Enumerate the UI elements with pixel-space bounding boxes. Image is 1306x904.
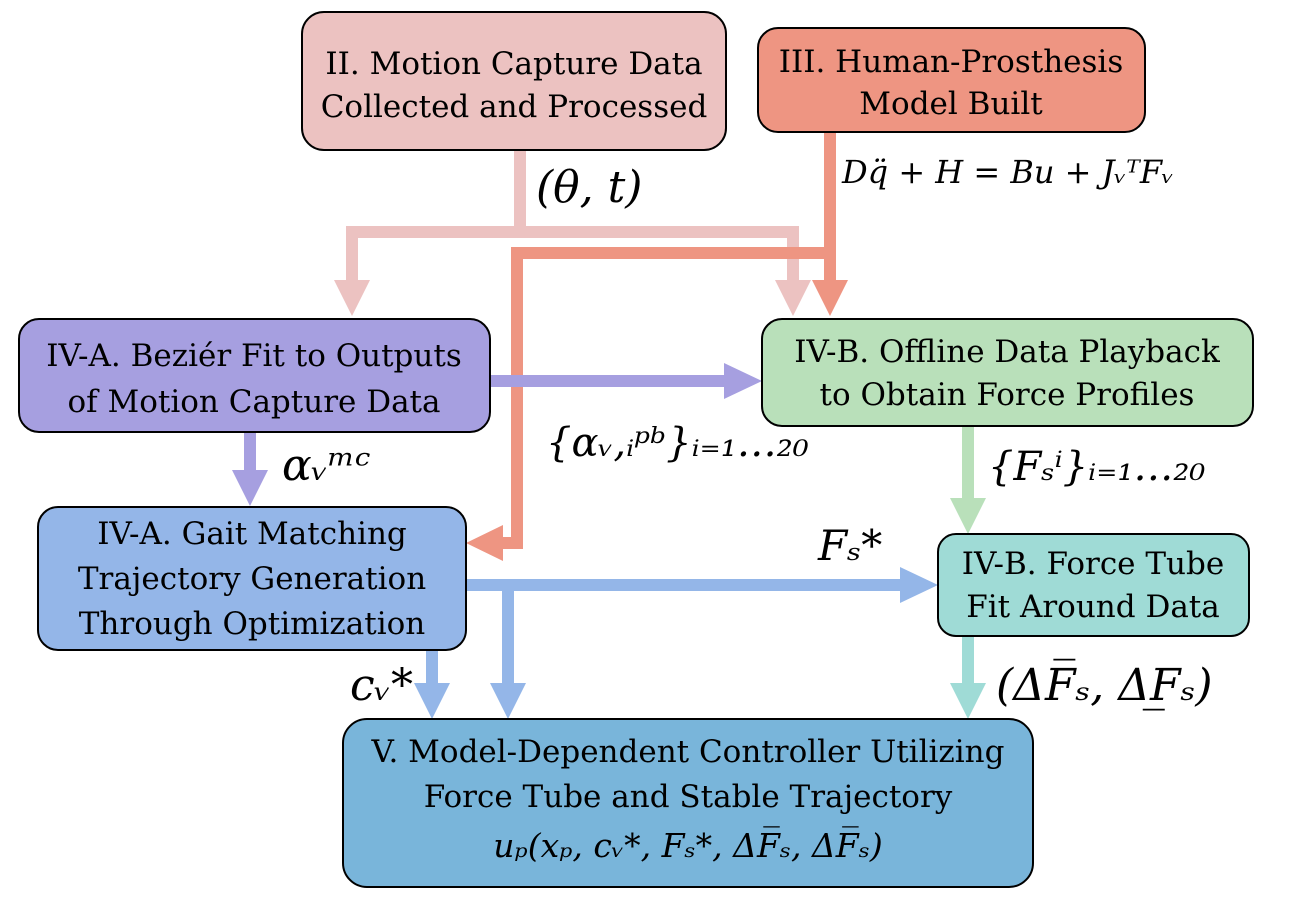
pink-connector-branch [520,226,799,283]
node-playback-line-2: to Obtain Force Profiles [820,377,1195,413]
node-model-built: III. Human-Prosthesis Model Built [757,27,1146,133]
node-force-tube: IV-B. Force Tube Fit Around Data [937,533,1250,637]
blue-arrowhead-controller-left [414,683,450,719]
pink-arrowhead-bezier [334,280,370,316]
label-F-i: {Fₛⁱ}ᵢ₌₁…₂₀ [988,444,1205,490]
node-bezier-fit-shape [18,318,491,433]
node-playback-shape [761,318,1254,427]
node-motion-capture-shape [301,11,727,151]
node-controller: V. Model-Dependent Controller Utilizing … [342,718,1034,888]
edge-playback-to-force-tube [950,426,986,534]
node-gait-matching: IV-A. Gait Matching Trajectory Generatio… [37,506,467,651]
edge-gait-to-controller [414,585,526,719]
edge-bezier-to-gait [232,432,268,506]
node-force-tube-line-1: IV-B. Force Tube [962,546,1224,582]
pink-connector [346,150,526,283]
blue-arrowhead-force-tube [900,567,938,603]
purple-arrowhead-playback [724,363,762,399]
edge-force-tube-to-controller [950,636,986,719]
node-motion-capture: II. Motion Capture Data Collected and Pr… [301,11,727,151]
edge-bezier-to-playback [490,363,762,399]
node-gait-matching-line-1: IV-A. Gait Matching [97,516,407,552]
node-playback: IV-B. Offline Data Playback to Obtain Fo… [761,318,1254,427]
node-gait-matching-line-2: Trajectory Generation [78,561,426,597]
node-gait-matching-shape [37,506,467,651]
salmon-arrowhead-playback [812,280,848,316]
label-F-star: Fₛ* [817,521,882,570]
purple-arrowhead-gait [232,470,268,506]
node-model-built-shape [757,27,1146,133]
node-model-built-line-1: III. Human-Prosthesis [779,44,1124,80]
pink-arrowhead-playback [775,280,811,316]
edge-motion-capture-to-bezier-and-playback [334,150,811,316]
node-controller-shape [342,718,1034,888]
node-force-tube-shape [937,533,1250,637]
edge-model-to-playback-and-gait [466,132,848,561]
node-bezier-fit-line-1: IV-A. Beziér Fit to Outputs [46,338,461,374]
node-bezier-fit-line-2: of Motion Capture Data [67,384,440,420]
node-motion-capture-line-1: II. Motion Capture Data [325,46,702,82]
node-controller-formula: uₚ(xₚ, cᵥ*, Fₛ*, ΔF̅ₛ, ΔF̅ₛ) [493,825,882,865]
salmon-connector-branch [502,247,830,549]
label-delta-F: (ΔF̅ₛ, ΔF̲ₛ) [996,658,1213,711]
label-c-star: cᵥ* [350,660,413,711]
node-controller-line-1: V. Model-Dependent Controller Utilizing [370,734,1004,770]
node-controller-line-2: Force Tube and Stable Trajectory [424,779,953,815]
label-theta-t: (θ, t) [536,162,642,213]
green-arrowhead-force-tube [950,498,986,534]
label-dynamics: Dq̈ + H = Bu + JᵥᵀFᵥ [841,153,1174,191]
label-alpha-mc: αᵥᵐᶜ [282,440,371,491]
label-alpha-pb: {αᵥ,ᵢᵖᵇ}ᵢ₌₁…₂₀ [546,420,809,466]
teal-arrowhead-controller [950,683,986,719]
blue-arrowhead-controller-right [490,683,526,719]
node-bezier-fit: IV-A. Beziér Fit to Outputs of Motion Ca… [18,318,491,433]
edge-gait-to-force-tube [466,567,938,603]
node-force-tube-line-2: Fit Around Data [966,589,1220,625]
node-gait-matching-line-3: Through Optimization [79,606,426,642]
salmon-arrowhead-gait [466,525,503,561]
node-playback-line-1: IV-B. Offline Data Playback [794,334,1220,370]
node-motion-capture-line-2: Collected and Processed [321,89,708,125]
node-model-built-line-2: Model Built [859,86,1043,122]
